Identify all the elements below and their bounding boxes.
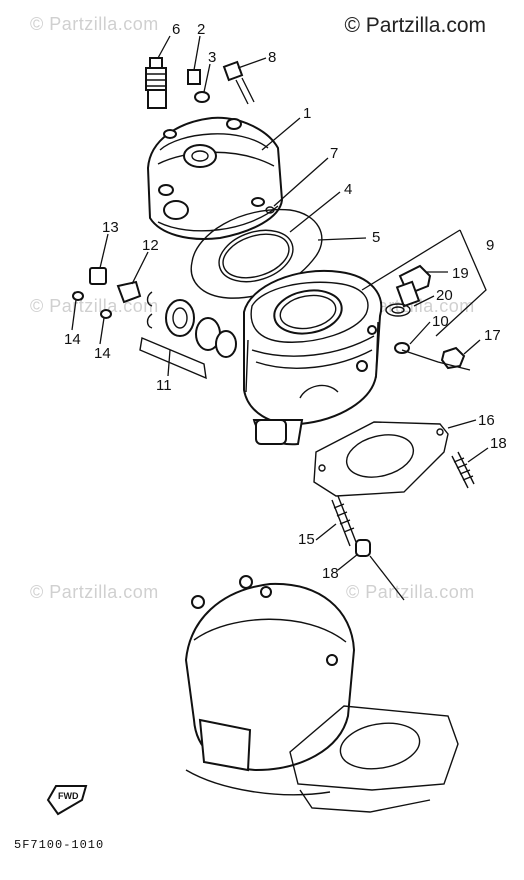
callout-17: 15 <box>298 531 315 548</box>
callout-labels: 6 2 3 8 1 7 4 5 9 19 20 10 17 16 18 13 1… <box>64 21 507 582</box>
spark-plug-part <box>145 57 167 109</box>
callout-9: 9 <box>486 237 494 254</box>
watermark: © Partzilla.com <box>30 582 159 602</box>
exhaust-valve-part <box>385 264 432 317</box>
fwd-arrow-icon: FWD <box>46 785 88 816</box>
dowel-part-19 <box>355 539 371 557</box>
callout-11: 11 <box>156 377 172 394</box>
callout-20: 19 <box>452 265 469 282</box>
head-bolt-part <box>222 60 255 105</box>
callout-16: 18 <box>490 435 507 452</box>
callout-2: 2 <box>197 21 205 38</box>
cylinder-part <box>243 270 383 446</box>
callout-15: 16 <box>478 412 495 429</box>
assembled-view-part <box>184 575 459 813</box>
callout-6: 6 <box>172 21 180 38</box>
nut-part-18 <box>440 346 466 370</box>
callout-18: 17 <box>484 327 501 344</box>
drawing-code: 5F7100-1010 <box>14 838 105 852</box>
plug-washer-part <box>187 69 210 103</box>
head-gasket-part <box>190 206 323 299</box>
stud-part-17 <box>331 495 357 547</box>
callout-21: 20 <box>436 287 453 304</box>
callout-1: 1 <box>303 105 311 122</box>
brand-label: © Partzilla.com <box>344 14 486 37</box>
callout-3: 3 <box>208 49 216 66</box>
callout-14a: 14 <box>64 331 81 348</box>
callout-8: 8 <box>268 49 276 66</box>
fwd-label: FWD <box>58 791 79 801</box>
watermark: © Partzilla.com <box>346 582 475 602</box>
stud-part-16 <box>451 451 475 489</box>
callout-5: 5 <box>372 229 380 246</box>
base-gasket-part <box>313 421 449 497</box>
watermark: © Partzilla.com <box>30 14 159 34</box>
callout-14b: 14 <box>94 345 111 362</box>
callout-4: 4 <box>344 181 352 198</box>
thermostat-parts <box>72 267 237 380</box>
callout-7: 7 <box>330 145 338 162</box>
cylinder-head-part <box>146 116 284 240</box>
leader-lines <box>71 35 489 601</box>
callout-12: 12 <box>142 237 159 254</box>
callout-10: 10 <box>432 313 449 330</box>
callout-19: 18 <box>322 565 339 582</box>
callout-13: 13 <box>102 219 119 236</box>
